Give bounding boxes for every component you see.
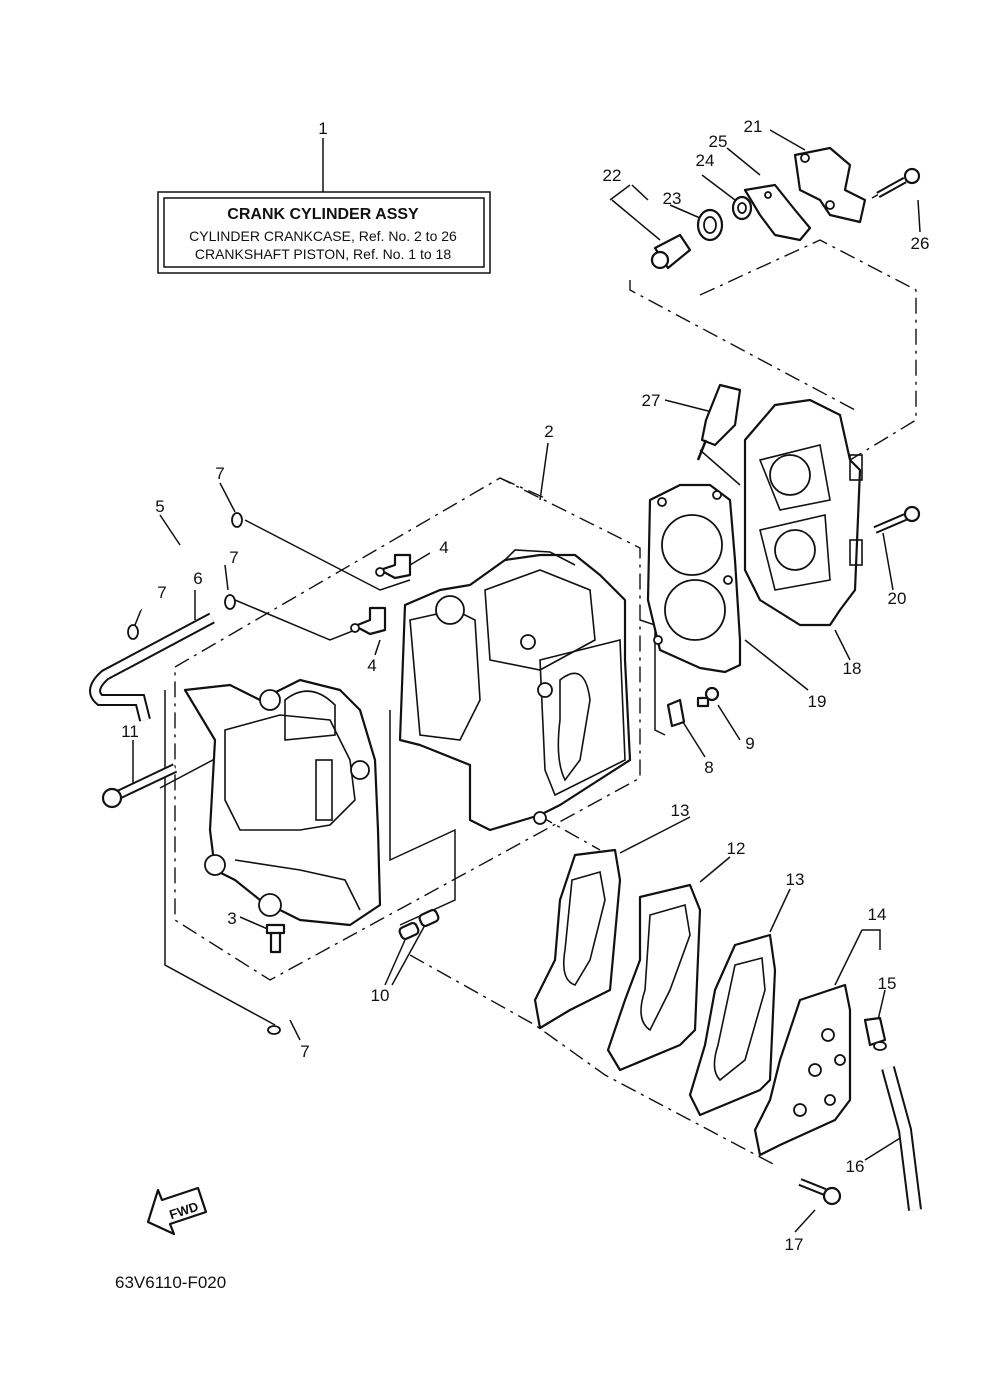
callout-4a: 4 bbox=[439, 538, 448, 557]
callout-14: 14 bbox=[868, 905, 887, 924]
thermostat-22 bbox=[650, 233, 692, 270]
callout-21: 21 bbox=[744, 117, 763, 136]
hose-5 bbox=[98, 516, 237, 628]
hose-16 bbox=[881, 1066, 922, 1211]
leader-lines bbox=[132, 129, 921, 1233]
washer-24 bbox=[731, 195, 753, 221]
bolt-11 bbox=[101, 763, 178, 809]
callout-5: 5 bbox=[155, 497, 164, 516]
callout-17: 17 bbox=[785, 1235, 804, 1254]
callout-9: 9 bbox=[745, 734, 754, 753]
callout-2: 2 bbox=[544, 422, 553, 441]
hose-6 bbox=[89, 612, 215, 722]
callout-8: 8 bbox=[704, 758, 713, 777]
cover-14 bbox=[753, 983, 852, 1157]
callout-12: 12 bbox=[727, 839, 746, 858]
callout-20: 20 bbox=[888, 589, 907, 608]
bolt-20 bbox=[873, 505, 921, 534]
bolt-26 bbox=[876, 167, 921, 199]
callout-4b: 4 bbox=[367, 656, 376, 675]
callout-26: 26 bbox=[911, 234, 930, 253]
callout-22: 22 bbox=[603, 166, 622, 185]
fitting-4 bbox=[350, 553, 412, 636]
fwd-arrow-icon: FWD bbox=[146, 1186, 208, 1236]
dowel-pins-10 bbox=[398, 908, 440, 941]
spark-plug-27 bbox=[696, 383, 742, 461]
cylinder-head-18 bbox=[743, 398, 863, 627]
callout-23: 23 bbox=[663, 189, 682, 208]
label-title: CRANK CYLINDER ASSY bbox=[227, 206, 419, 223]
crankcase-left bbox=[183, 678, 382, 927]
bolt-17 bbox=[798, 1178, 842, 1206]
callout-7d: 7 bbox=[300, 1042, 309, 1061]
assembly-outlines bbox=[174, 239, 917, 1166]
plate-12 bbox=[606, 883, 702, 1072]
bracket-8 bbox=[666, 698, 686, 728]
head-gasket-19 bbox=[646, 483, 742, 674]
callout-19: 19 bbox=[808, 692, 827, 711]
callout-13a: 13 bbox=[671, 801, 690, 820]
cylinder-block bbox=[398, 549, 632, 832]
callout-numbers: 1 2 3 4 4 5 6 7 7 7 7 8 9 10 11 12 13 13… bbox=[121, 117, 929, 1254]
bolt-3 bbox=[265, 923, 286, 954]
callout-16: 16 bbox=[846, 1157, 865, 1176]
gasket-25 bbox=[743, 183, 812, 242]
callout-3: 3 bbox=[227, 909, 236, 928]
callout-13b: 13 bbox=[786, 870, 805, 889]
callout-15: 15 bbox=[878, 974, 897, 993]
callout-10: 10 bbox=[371, 986, 390, 1005]
assembly-label: CRANK CYLINDER ASSY CYLINDER CRANKCASE, … bbox=[157, 191, 491, 274]
callout-27: 27 bbox=[642, 391, 661, 410]
clip-7 bbox=[127, 512, 281, 1035]
figure-code: 63V6110-F020 bbox=[115, 1273, 226, 1292]
label-line-1: CYLINDER CRANKCASE, Ref. No. 2 to 26 bbox=[189, 228, 457, 244]
gasket-13-b bbox=[688, 933, 777, 1117]
callout-7a: 7 bbox=[215, 464, 224, 483]
gasket-13-a bbox=[533, 848, 622, 1030]
bolt-9 bbox=[696, 686, 720, 708]
cover-21 bbox=[793, 146, 867, 224]
callout-6: 6 bbox=[193, 569, 202, 588]
callout-7b: 7 bbox=[229, 548, 238, 567]
fitting-15 bbox=[863, 1016, 887, 1051]
callout-24: 24 bbox=[696, 151, 715, 170]
callout-1: 1 bbox=[318, 119, 327, 138]
callout-7c: 7 bbox=[157, 583, 166, 602]
callout-25: 25 bbox=[709, 132, 728, 151]
callout-18: 18 bbox=[843, 659, 862, 678]
callout-11: 11 bbox=[121, 722, 139, 741]
seal-23 bbox=[696, 208, 724, 242]
label-line-2: CRANKSHAFT PISTON, Ref. No. 1 to 18 bbox=[195, 246, 451, 262]
